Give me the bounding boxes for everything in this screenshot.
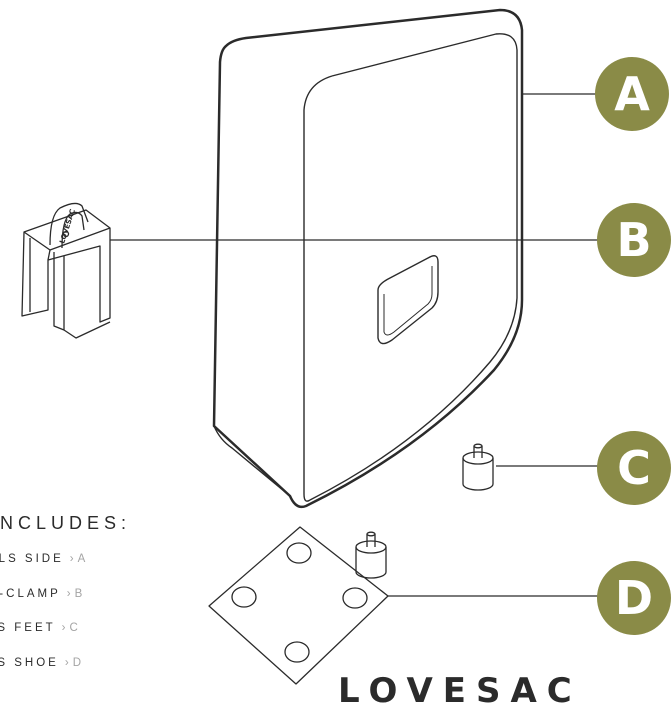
side-cushion	[214, 10, 522, 507]
includes-item-name: U-CLAMP	[0, 588, 61, 600]
includes-item-name: LS SHOE	[0, 657, 59, 669]
callout-c: C	[597, 431, 671, 505]
brand-logo: LOVESAC	[338, 674, 582, 708]
includes-item-name: ALS SIDE	[0, 553, 64, 565]
callout-b-label: B	[616, 213, 651, 267]
includes-heading: INCLUDES:	[0, 513, 190, 534]
includes-item: ALS SIDE › A	[0, 553, 85, 588]
callout-b: B	[597, 203, 671, 277]
includes-item: LS FEET › C	[0, 622, 85, 657]
includes-item-code: C	[70, 622, 78, 634]
clamp-tag-text: LOVESAC	[58, 208, 77, 245]
includes-list: ALS SIDE › A U-CLAMP › B LS FEET › C LS SHOE › D	[0, 553, 85, 691]
chevron-right-icon: ›	[65, 657, 69, 669]
includes-item-code: B	[75, 588, 83, 600]
includes-item-name: LS FEET	[0, 622, 56, 634]
chevron-right-icon: ›	[62, 622, 66, 634]
shoe	[209, 527, 388, 684]
callout-a: A	[595, 57, 669, 131]
foot	[463, 444, 493, 490]
callout-c-label: C	[617, 441, 651, 495]
chevron-right-icon: ›	[70, 553, 74, 565]
includes-item-code: A	[78, 553, 86, 565]
callout-d: D	[597, 561, 671, 635]
callout-d-label: D	[615, 571, 653, 625]
parts-diagram: LOVESAC A B C D	[0, 0, 672, 686]
callout-a-label: A	[614, 67, 650, 121]
includes-item-code: D	[73, 657, 81, 669]
includes-item: U-CLAMP › B	[0, 588, 85, 623]
chevron-right-icon: ›	[67, 588, 71, 600]
